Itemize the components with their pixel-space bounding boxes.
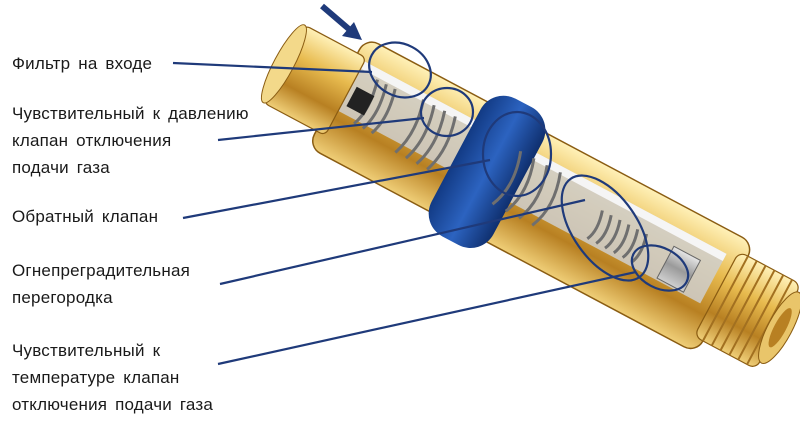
leader-line-temperature-valve (217, 270, 637, 366)
label-inlet-filter-line-1: Фильтр на входе (12, 54, 153, 73)
label-flame-arrestor-line-2: перегородка (12, 288, 113, 307)
label-pressure-shutoff-valve-line-1: Чувствительный к давлению (12, 104, 249, 123)
flame-arrestor-highlight (630, 244, 690, 292)
label-pressure-shutoff-valve-line-3: подачи газа (12, 158, 110, 177)
leader-line-filter (172, 61, 373, 74)
label-temperature-shutoff-valve-line-3: отключения подачи газа (12, 395, 214, 414)
label-flame-arrestor: Огнепреградительная перегородка (12, 257, 190, 311)
filter-highlight (368, 41, 432, 99)
label-pressure-shutoff-valve: Чувствительный к давлению клапан отключе… (12, 100, 249, 181)
leader-line-flame-arrestor (219, 198, 586, 286)
highlight-ellipses (368, 41, 690, 292)
leader-line-pressure-valve (217, 116, 425, 142)
label-flame-arrestor-line-1: Огнепреградительная (12, 261, 191, 280)
label-check-valve: Обратный клапан (12, 203, 158, 230)
filter-element (346, 86, 375, 116)
check-valve-highlight (481, 110, 553, 198)
label-pressure-shutoff-valve-line-2: клапан отключения (12, 131, 172, 150)
label-inlet-filter: Фильтр на входе (12, 50, 152, 77)
leader-line-check-valve (182, 158, 491, 220)
label-temperature-shutoff-valve-line-1: Чувствительный к (12, 341, 161, 360)
pressure-valve-highlight (419, 86, 475, 138)
leader-lines (172, 61, 637, 366)
label-check-valve-line-1: Обратный клапан (12, 207, 159, 226)
label-temperature-shutoff-valve: Чувствительный к температуре клапан откл… (12, 337, 213, 418)
label-temperature-shutoff-valve-line-2: температуре клапан (12, 368, 180, 387)
arrow-down-right-icon (320, 3, 362, 40)
